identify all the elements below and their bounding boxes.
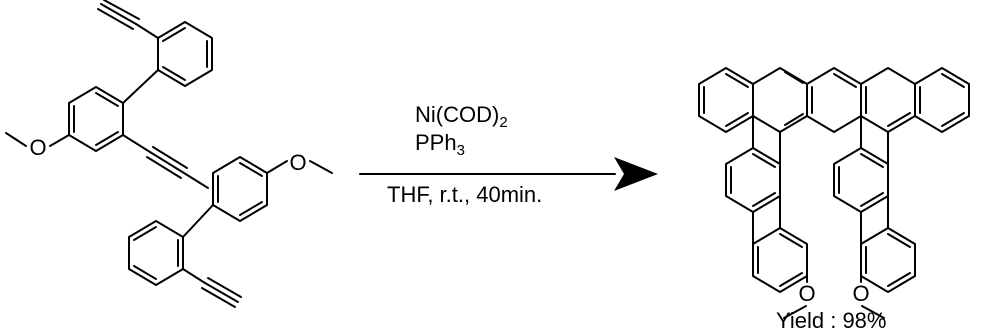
product-right-fused-ring [860,67,916,133]
conditions-label: THF, r.t., 40min. [387,182,543,207]
ligand-subscript: 3 [456,142,465,159]
ligand-text: PPh [415,130,457,155]
ligand-label: PPh3 [415,130,465,159]
catalyst-subscript: 2 [499,114,508,131]
product-left-fused-ring [752,67,808,133]
oxygen-label: O [29,135,46,160]
starting-material: O O [5,0,333,308]
oxygen-label: O [852,281,869,306]
bottom-ethynylphenyl-ring [128,220,242,308]
catalyst-label: Ni(COD)2 [415,102,508,131]
methoxy-ring-a [5,69,159,152]
reaction-arrow [359,157,658,191]
yield-label: Yield : 98% [776,308,887,333]
product-right-benzo-ring [914,67,970,133]
oxygen-label: O [289,150,306,175]
product-left-benzo-ring [698,67,754,133]
catalyst-text: Ni(COD) [415,102,500,127]
product-left-lower-ring [725,115,808,319]
methoxy-ring-b [182,156,333,238]
alkyne-linker [122,134,209,189]
oxygen-label: O [798,281,815,306]
product-central-ring [806,67,862,133]
product-right-lower-ring [833,115,916,319]
product-helicene: O O [698,67,970,319]
